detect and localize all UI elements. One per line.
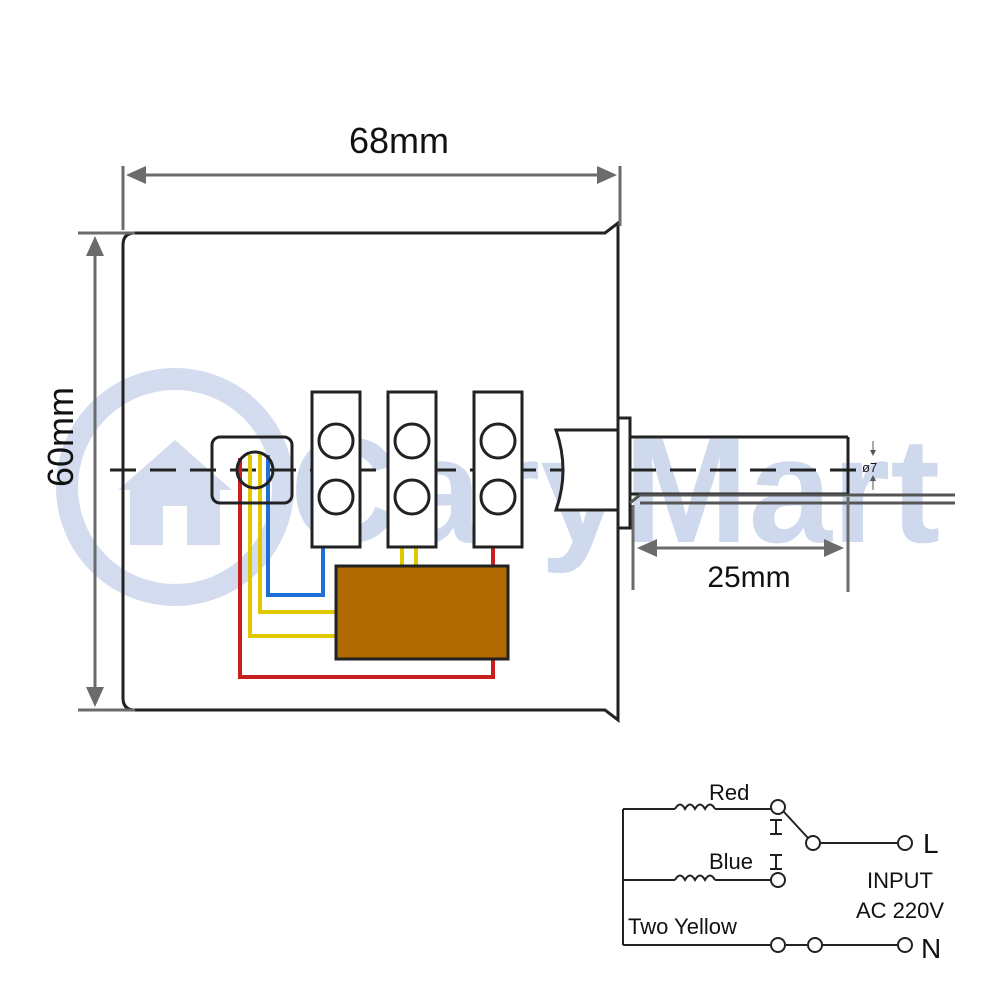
capacitor [334,564,510,661]
neutral-terminal-label: N [921,933,941,964]
yellow-wire-label: Two Yellow [628,914,737,939]
input-label: INPUT [867,868,933,893]
height-dimension: 60mm [40,231,135,712]
voltage-label: AC 220V [856,898,944,923]
red-wire-label: Red [709,780,749,805]
shaft-diameter-dimension: ø7 [862,441,877,490]
wiring-schematic [622,799,913,953]
terminal-block-2 [386,390,438,549]
height-label: 60mm [40,387,81,487]
shaft-length-label: 25mm [707,561,790,594]
house-logo-icon [56,368,294,606]
shaft-length-dimension: 25mm [631,497,850,594]
yellow-wire-2 [258,453,336,614]
blue-wire-label: Blue [709,849,753,874]
motor-body [121,219,620,724]
shaft-diameter-label: ø7 [862,460,877,475]
width-dimension: 68mm [121,120,622,230]
terminal-block-1 [310,390,362,549]
cable-grommet [210,435,294,505]
width-label: 68mm [349,120,449,161]
yellow-wire-1 [248,455,336,638]
blue-wire [266,455,325,597]
terminal-block-3 [472,390,524,549]
motor-shaft [553,416,955,530]
yellow-capacitor-leads [400,547,418,566]
live-terminal-label: L [923,828,939,859]
